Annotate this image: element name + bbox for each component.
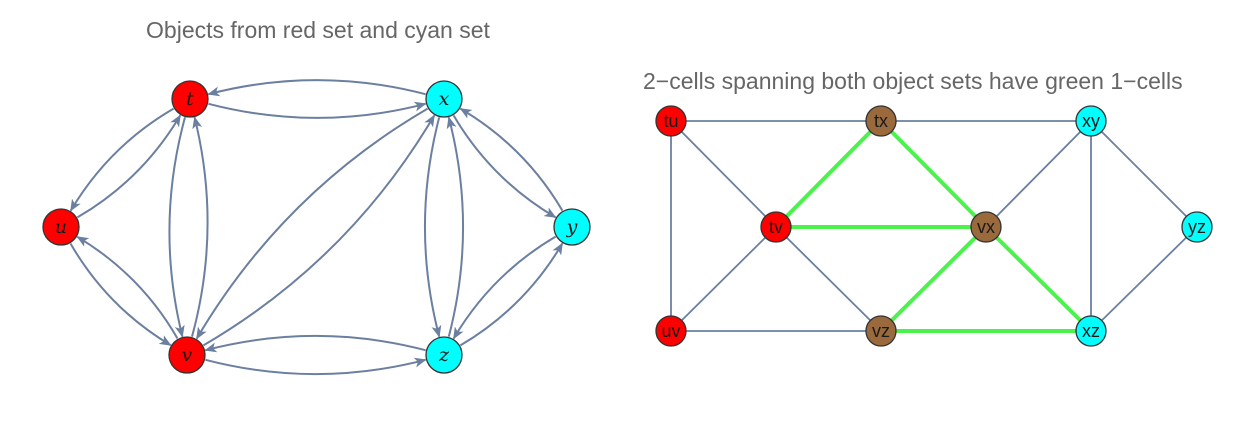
node-yz-label: yz bbox=[1188, 217, 1206, 237]
node-z-label: z bbox=[438, 344, 450, 366]
node-vx-label: vx bbox=[977, 217, 995, 237]
node-tu: tu bbox=[655, 105, 687, 137]
edge-z-to-y bbox=[459, 242, 564, 347]
edge-u-to-t bbox=[76, 114, 182, 219]
node-xy-circle bbox=[1075, 105, 1107, 137]
edge-tv-uv bbox=[670, 226, 777, 332]
node-vx-circle bbox=[970, 211, 1002, 243]
node-u-circle bbox=[42, 208, 80, 246]
edge-z-to-v bbox=[204, 334, 426, 353]
edge-x-to-v bbox=[195, 107, 429, 340]
edge-tu-tv bbox=[670, 120, 777, 228]
node-x-label: x bbox=[439, 88, 450, 110]
node-t-label: t bbox=[186, 88, 194, 110]
node-vx: vx bbox=[970, 211, 1002, 243]
node-x-circle bbox=[425, 80, 463, 118]
edge-yz-xz bbox=[1090, 226, 1198, 332]
edge-xy-yz bbox=[1090, 120, 1198, 228]
node-xz: xz bbox=[1075, 315, 1107, 347]
node-u-label: u bbox=[55, 216, 67, 238]
node-tv: tv bbox=[760, 211, 792, 243]
node-xy: xy bbox=[1075, 105, 1107, 137]
right-graph-edges bbox=[670, 119, 1198, 333]
edge-vx-xz-green bbox=[984, 225, 1093, 333]
node-z-circle bbox=[425, 336, 463, 374]
edge-tv-tx-green bbox=[774, 119, 883, 229]
node-v-circle bbox=[168, 336, 206, 374]
edge-v-to-t bbox=[191, 116, 209, 337]
node-vz-label: vz bbox=[872, 321, 890, 341]
right-graph-nodes: tu tx xy tv vx yz uv vz xz bbox=[655, 105, 1213, 347]
edge-v-to-x bbox=[202, 114, 436, 347]
edge-x-to-t bbox=[207, 79, 426, 97]
node-xz-label: xz bbox=[1082, 321, 1100, 341]
edge-vx-xy bbox=[985, 120, 1092, 228]
left-graph-nodes: t x u y v z bbox=[42, 80, 591, 374]
left-graph-title: Objects from red set and cyan set bbox=[146, 17, 490, 43]
edge-tx-vx-green bbox=[879, 119, 988, 229]
node-y-label: y bbox=[566, 216, 578, 238]
left-graph-edges bbox=[69, 79, 564, 376]
node-vz-circle bbox=[865, 315, 897, 347]
node-u: u bbox=[42, 208, 80, 246]
left-graph: Objects from red set and cyan set t x u y v z bbox=[42, 17, 591, 376]
node-xy-label: xy bbox=[1082, 111, 1100, 131]
node-t-circle bbox=[171, 80, 209, 118]
node-z: z bbox=[425, 336, 463, 374]
node-t: t bbox=[171, 80, 209, 118]
edge-y-to-x bbox=[459, 107, 564, 212]
node-y-circle bbox=[553, 208, 591, 246]
node-yz: yz bbox=[1181, 211, 1213, 243]
node-tu-circle bbox=[655, 105, 687, 137]
node-xz-circle bbox=[1075, 315, 1107, 347]
node-x: x bbox=[425, 80, 463, 118]
node-v: v bbox=[168, 336, 206, 374]
node-uv-circle bbox=[655, 315, 687, 347]
node-tv-label: tv bbox=[769, 217, 783, 237]
node-vz: vz bbox=[865, 315, 897, 347]
edge-y-to-z bbox=[452, 235, 557, 340]
edge-tv-vz bbox=[775, 226, 882, 332]
edge-t-to-x bbox=[208, 101, 427, 119]
edge-z-to-x bbox=[446, 116, 464, 337]
node-tx-label: tx bbox=[874, 111, 888, 131]
node-yz-circle bbox=[1181, 211, 1213, 243]
edge-vx-vz-green bbox=[879, 225, 988, 333]
node-uv: uv bbox=[655, 315, 687, 347]
edge-t-to-v bbox=[168, 117, 186, 338]
node-v-label: v bbox=[182, 344, 193, 366]
right-graph: 2−cells spanning both object sets have g… bbox=[643, 68, 1213, 347]
right-graph-title: 2−cells spanning both object sets have g… bbox=[643, 68, 1183, 94]
edge-x-to-y bbox=[452, 114, 557, 219]
node-tx-circle bbox=[865, 105, 897, 137]
edge-v-to-z bbox=[205, 357, 427, 376]
node-tu-label: tu bbox=[663, 111, 678, 131]
edge-u-to-v bbox=[69, 242, 172, 347]
edge-t-to-u bbox=[69, 107, 175, 212]
node-tx: tx bbox=[865, 105, 897, 137]
node-y: y bbox=[553, 208, 591, 246]
node-tv-circle bbox=[760, 211, 792, 243]
edge-x-to-z bbox=[424, 117, 442, 338]
edge-v-to-u bbox=[76, 235, 179, 340]
node-uv-label: uv bbox=[661, 321, 680, 341]
